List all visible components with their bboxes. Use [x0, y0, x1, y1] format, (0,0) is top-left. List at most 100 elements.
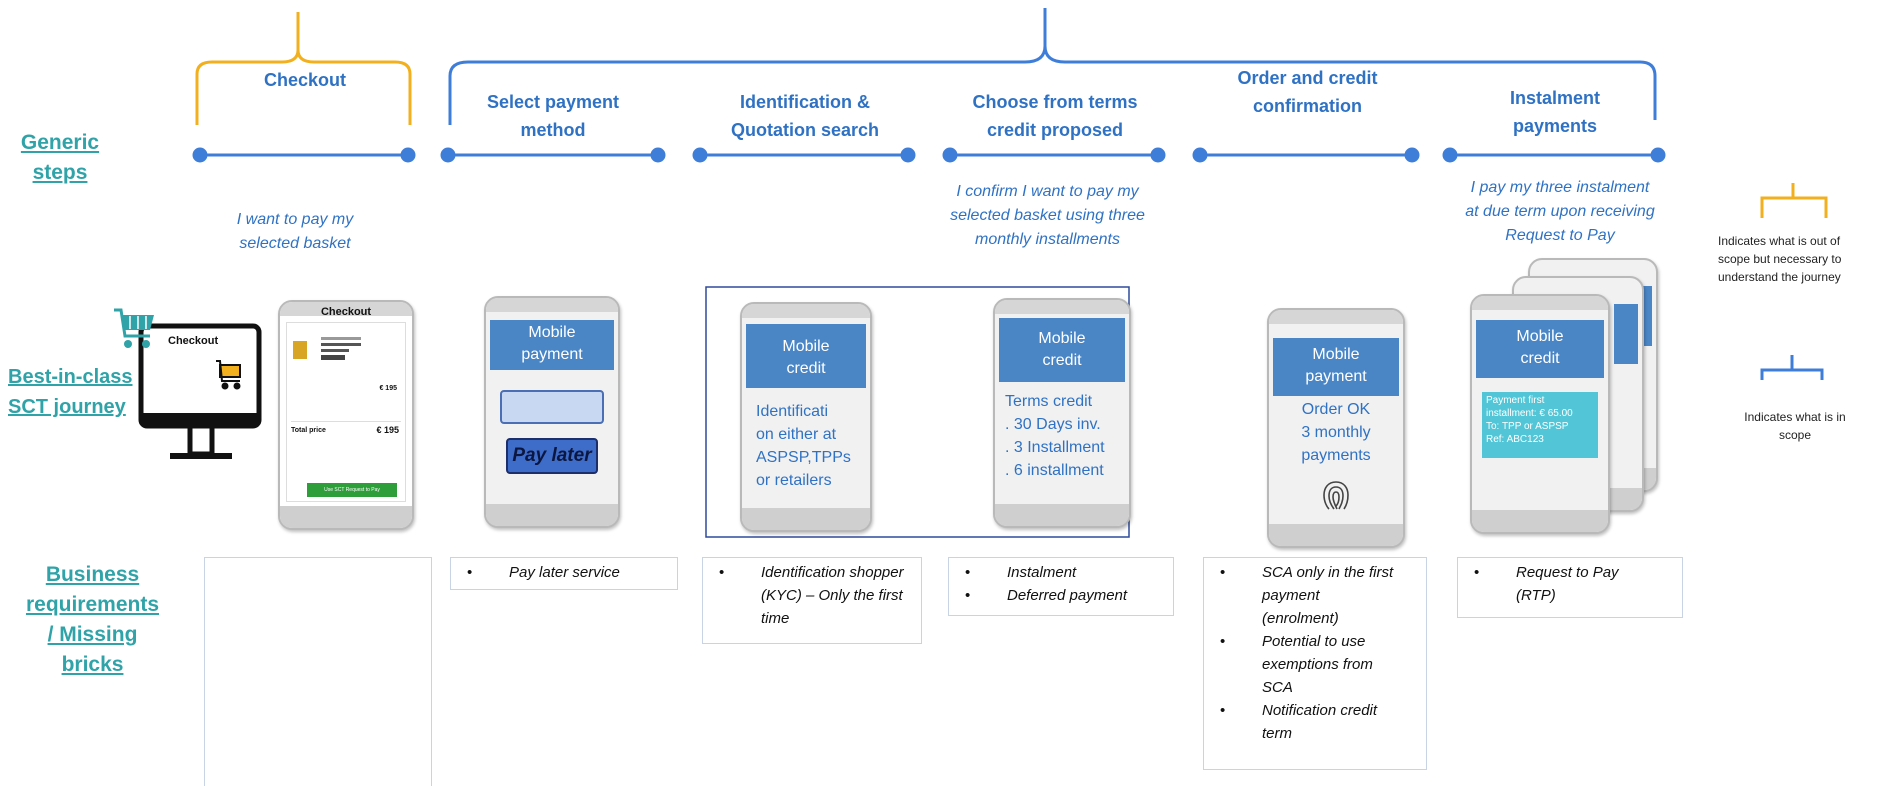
row-label-generic-steps: Generic steps [5, 128, 115, 188]
terms-phone-header: Mobile credit [999, 318, 1125, 382]
quote-line: I want to pay my [236, 211, 354, 228]
row-label-line: SCT journey [8, 396, 126, 418]
total-value: € 195 [376, 425, 399, 435]
instalment-phone: Mobile credit Payment first installment:… [1470, 294, 1610, 534]
product-thumbnail [293, 341, 307, 359]
header-line: credit [1520, 350, 1560, 367]
body-line: . 6 installment [1005, 462, 1104, 479]
quote-line: I pay my three instalment [1470, 179, 1650, 196]
step-title-line: credit proposed [986, 120, 1124, 140]
step-title-line: payments [1512, 116, 1598, 136]
requirements-list: Request to Pay (RTP) [1458, 561, 1682, 607]
body-line: payments [1301, 447, 1371, 464]
requirements-order: SCA only in the first payment (enrolment… [1203, 557, 1427, 770]
order-phone-header: Mobile payment [1273, 338, 1399, 396]
requirements-list: Instalment Deferred payment [949, 561, 1173, 607]
step-select-payment: Select payment method [448, 88, 658, 144]
row-label-line: Best-in-class [8, 366, 133, 388]
checkout-phone: Checkout € 195 Total price € 195 Use SCT… [278, 300, 414, 530]
total-label: Total price [291, 427, 326, 434]
header-line: credit [786, 360, 826, 377]
notification-line: Ref: ABC123 [1486, 434, 1544, 445]
body-line: Order OK [1301, 401, 1371, 418]
requirement-item: Instalment [965, 561, 1173, 584]
quote-line: selected basket [239, 235, 351, 252]
requirements-list: SCA only in the first payment (enrolment… [1204, 561, 1426, 745]
requirement-item: Deferred payment [965, 584, 1173, 607]
legend-out-scope-text: Indicates what is out of scope but neces… [1718, 232, 1896, 286]
phone-top-bar [280, 302, 412, 316]
cta-label: Use SCT Request to Pay [324, 487, 380, 493]
product-text-lines [321, 337, 361, 360]
shopping-cart-icon [114, 308, 154, 348]
legend-line: scope [1778, 428, 1812, 442]
row-label-line: requirements [25, 593, 160, 616]
header-line: payment [1305, 368, 1367, 385]
requirements-list: Identification shopper (KYC) – Only the … [703, 561, 921, 630]
in-scope-bracket [448, 8, 1657, 125]
header-line: Mobile [1312, 346, 1360, 363]
requirements-instalment: Request to Pay (RTP) [1457, 557, 1683, 618]
legend-in-scope-text: Indicates what is in scope [1730, 408, 1860, 444]
pay-later-button[interactable]: Pay later [506, 438, 598, 474]
requirement-item: Pay later service [467, 561, 677, 584]
legend-in-scope-bracket [1760, 355, 1824, 380]
legend-line: Indicates what is in [1744, 410, 1846, 424]
step-title-line: Quotation search [730, 120, 880, 140]
header-line: Mobile [528, 324, 576, 341]
row-label-line: / Missing [47, 623, 138, 646]
rtp-notification: Payment first installment: € 65.00 To: T… [1482, 392, 1598, 458]
requirement-item: Notification credit term [1220, 699, 1396, 745]
quote-terms: I confirm I want to pay my selected bask… [920, 180, 1175, 252]
legend-line: Indicates what is out of [1718, 234, 1841, 248]
step-title-line: Select payment [486, 92, 620, 112]
timeline [192, 147, 1666, 163]
stacked-phone-middle-header [1614, 304, 1638, 364]
checkout-phone-screen: € 195 Total price € 195 Use SCT Request … [286, 322, 406, 502]
quote-line: Request to Pay [1505, 227, 1615, 244]
row-label-line: Business [45, 563, 140, 586]
legend-line: scope but necessary to [1718, 252, 1842, 266]
header-line: Mobile [782, 338, 830, 355]
cta-button[interactable]: Use SCT Request to Pay [307, 483, 397, 497]
fingerprint-icon [1323, 481, 1349, 510]
step-title-line: Choose from terms [972, 92, 1138, 112]
phone-top-bar [486, 298, 618, 312]
quote-line: selected basket using three [950, 207, 1145, 224]
body-line: 3 monthly [1301, 424, 1371, 441]
requirements-terms: Instalment Deferred payment [948, 557, 1174, 616]
phone-bottom-bar [1472, 510, 1608, 532]
header-line: payment [521, 346, 583, 363]
body-line: Identificati [756, 403, 829, 420]
quote-instalment: I pay my three instalment at due term up… [1440, 176, 1680, 248]
notification-line: To: TPP or ASPSP [1486, 421, 1569, 432]
checkout-phone-title: Checkout [320, 306, 372, 318]
quote-checkout: I want to pay my selected basket [195, 208, 395, 256]
phone-bottom-bar [742, 508, 870, 530]
phone-bottom-bar [1269, 524, 1403, 546]
payment-input-field[interactable] [500, 390, 604, 424]
step-instalment-payments: Instalment payments [1450, 84, 1660, 140]
ident-phone: Mobile credit Identificati on either at … [740, 302, 872, 532]
step-title-line: Identification & [740, 92, 870, 112]
phone-bottom-bar [280, 506, 412, 528]
header-line: Mobile [1038, 330, 1086, 347]
phone-bottom-bar [995, 504, 1129, 526]
phone-top-bar [1472, 296, 1608, 310]
row-label-line: Generic [20, 131, 100, 154]
step-identification: Identification & Quotation search [695, 88, 915, 144]
quote-line: I confirm I want to pay my [956, 183, 1139, 200]
payment-phone: Mobile payment Pay later [484, 296, 620, 528]
step-choose-terms: Choose from terms credit proposed [945, 88, 1165, 144]
step-title-line: method [520, 120, 586, 140]
step-checkout: Checkout [200, 66, 410, 94]
divider [291, 421, 401, 422]
ident-phone-header: Mobile credit [746, 324, 866, 388]
requirements-list: Pay later service [451, 561, 677, 584]
row-label-business-requirements: Business requirements / Missing bricks [5, 560, 180, 680]
body-line: on either at [756, 426, 837, 443]
monitor-icon [138, 323, 262, 459]
header-line: credit [1042, 352, 1082, 369]
terms-phone: Mobile credit Terms credit . 30 Days inv… [993, 298, 1131, 528]
